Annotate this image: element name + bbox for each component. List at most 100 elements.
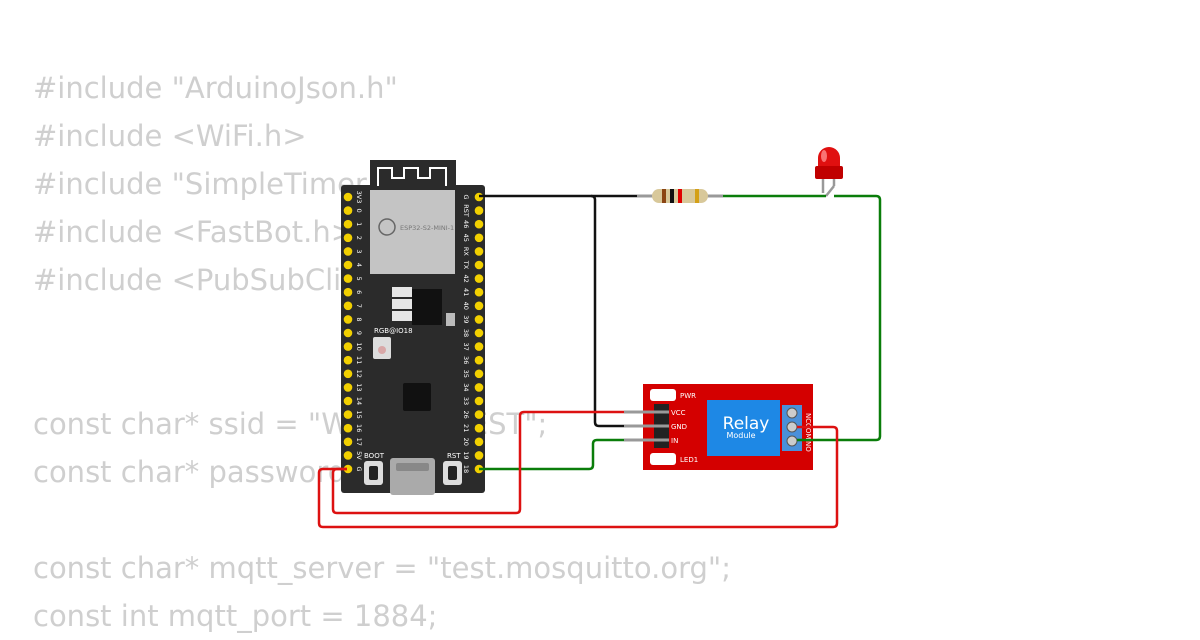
- regulator-tab: [392, 299, 412, 309]
- left-pin[interactable]: [343, 206, 353, 215]
- right-pin[interactable]: [474, 260, 484, 270]
- left-pin[interactable]: [343, 233, 353, 243]
- left-pin-label: 17: [355, 438, 363, 446]
- left-pin-label: 15: [355, 410, 363, 418]
- left-pin-label: 10: [355, 342, 363, 350]
- right-pin[interactable]: [474, 274, 484, 283]
- left-pin[interactable]: [343, 219, 353, 229]
- right-pin[interactable]: [474, 369, 484, 379]
- code-line: const int mqtt_port = 1884;: [33, 599, 438, 633]
- wire-5v-relay-vcc[interactable]: [331, 410, 624, 515]
- right-pin-label: G: [462, 194, 470, 199]
- left-pin-label: 5: [355, 277, 363, 281]
- right-pin[interactable]: [474, 396, 484, 406]
- right-pin[interactable]: [474, 423, 484, 433]
- left-pin[interactable]: [343, 464, 353, 474]
- antenna-icon: [377, 167, 447, 186]
- terminal-no-label: NO: [804, 441, 812, 452]
- right-pin[interactable]: [474, 315, 484, 324]
- right-pin[interactable]: [474, 219, 484, 229]
- relay-title: Relay: [723, 414, 770, 434]
- wire-gnd-relay[interactable]: [590, 194, 624, 428]
- wire-gpio-relay-in[interactable]: [479, 438, 624, 471]
- left-pin-label: 12: [355, 370, 363, 378]
- right-pin[interactable]: [474, 233, 484, 243]
- right-pin-label: 35: [462, 370, 470, 378]
- rst-label: RST: [447, 452, 461, 460]
- left-pin-label: 2: [355, 236, 363, 240]
- right-pin-label: 36: [462, 356, 470, 364]
- left-pin[interactable]: [343, 247, 353, 256]
- relay-pwr-label: PWR: [680, 392, 696, 400]
- module-label: ESP32-S2-MINI-1: [400, 224, 454, 232]
- right-pin[interactable]: [474, 383, 484, 392]
- left-pin[interactable]: [343, 396, 353, 406]
- relay-pin-in-label: IN: [671, 437, 678, 445]
- code-line: const char* mqtt_server = "test.mosquitt…: [33, 551, 731, 585]
- red-led[interactable]: [815, 147, 843, 197]
- left-pin-label: 11: [355, 356, 363, 364]
- relay-box: [707, 400, 780, 456]
- right-pin[interactable]: [474, 301, 484, 311]
- right-pin-label: 45: [462, 234, 470, 242]
- right-pin[interactable]: [474, 355, 484, 365]
- left-pin[interactable]: [343, 315, 353, 324]
- code-line: #include <FastBot.h>: [33, 215, 356, 249]
- right-pin-label: 42: [462, 274, 470, 282]
- left-pin[interactable]: [343, 355, 353, 365]
- left-pin-label: 16: [355, 424, 363, 432]
- right-pin-label: 39: [462, 315, 470, 323]
- relay-subtitle: Module: [726, 431, 755, 440]
- regulator-tab: [392, 287, 412, 297]
- right-pin[interactable]: [474, 437, 484, 447]
- esp32-module-shield: [370, 190, 455, 274]
- relay-led-label: LED1: [680, 456, 698, 464]
- wires: [317, 194, 882, 529]
- terminal-com-label: COM: [804, 423, 812, 439]
- right-pin[interactable]: [474, 247, 484, 256]
- right-pin-label: RST: [462, 204, 470, 217]
- boot-label: BOOT: [364, 452, 385, 460]
- left-pin[interactable]: [343, 301, 353, 311]
- right-pin-label: 21: [462, 424, 470, 432]
- left-pin[interactable]: [343, 451, 353, 460]
- left-pin[interactable]: [343, 342, 353, 351]
- right-pin[interactable]: [474, 410, 484, 419]
- right-pin[interactable]: [474, 287, 484, 297]
- left-pin[interactable]: [343, 369, 353, 379]
- voltage-regulator: [412, 289, 442, 325]
- left-pin-label: 3V3: [355, 191, 363, 204]
- left-pin[interactable]: [343, 328, 353, 338]
- left-pin-label: 4: [355, 263, 363, 267]
- left-pin-label: 14: [355, 397, 363, 405]
- left-pin[interactable]: [343, 192, 353, 202]
- right-pin[interactable]: [474, 451, 484, 460]
- left-pin[interactable]: [343, 423, 353, 433]
- relay-module[interactable]: PWR LED1 Relay Module NC COM NO VCC GND …: [624, 384, 813, 470]
- terminal-nc-label: NC: [804, 413, 812, 423]
- wire-5v-relay-com[interactable]: [317, 425, 839, 529]
- left-pin[interactable]: [343, 383, 353, 392]
- left-pin[interactable]: [343, 410, 353, 419]
- left-pin-label: 0: [355, 209, 363, 213]
- left-pin-label: 9: [355, 331, 363, 335]
- esp32-s2-board[interactable]: ESP32-S2-MINI-1 RGB@IO18 BOOT RST 3V3012…: [341, 160, 485, 495]
- left-pin[interactable]: [343, 260, 353, 270]
- resistor[interactable]: [637, 189, 723, 203]
- usb-chip: [403, 383, 431, 411]
- right-pin-label: 26: [462, 410, 470, 418]
- left-pin[interactable]: [343, 274, 353, 283]
- right-pin[interactable]: [474, 328, 484, 338]
- right-pin[interactable]: [474, 206, 484, 215]
- right-pin-label: RX: [462, 247, 470, 257]
- code-line: const char* password = "";: [33, 455, 426, 489]
- right-pin[interactable]: [474, 342, 484, 351]
- code-line: #include <WiFi.h>: [33, 119, 307, 153]
- left-pin[interactable]: [343, 287, 353, 297]
- left-pin-label: 1: [355, 222, 363, 226]
- wire-led-relay-no[interactable]: [797, 194, 882, 442]
- left-pin[interactable]: [343, 437, 353, 447]
- left-pin-label: 3: [355, 249, 363, 253]
